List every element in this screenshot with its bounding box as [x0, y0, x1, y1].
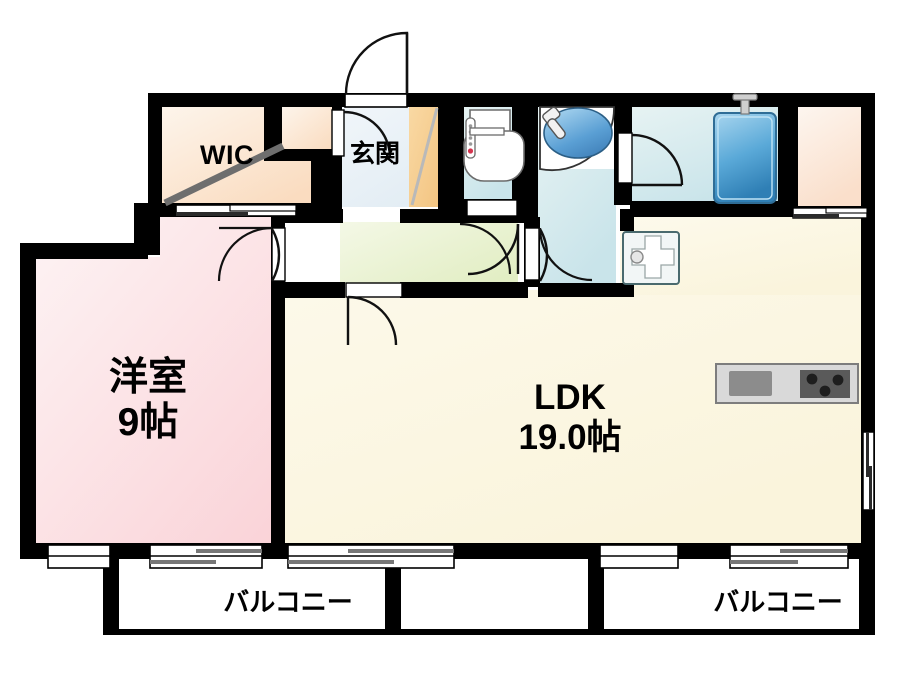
bedroom-window-right: [149, 544, 263, 569]
bedroom-floor: [35, 215, 271, 545]
entry-door-opening: [344, 93, 408, 108]
ldk-window-right2: [729, 544, 849, 569]
wall-corridor-bottom: [271, 282, 345, 298]
balcony-left-label: バルコニー: [223, 587, 353, 617]
wall-top: [148, 93, 863, 107]
genkan-label: 玄関: [349, 140, 400, 168]
wall-bedroom-right: [271, 290, 285, 546]
washbasin-fixture: [539, 106, 615, 172]
wall-bath-bottom: [630, 201, 798, 217]
door-swing-extras: [217, 222, 593, 282]
genkan-inner-swing: [343, 110, 392, 159]
wic-window: [175, 204, 297, 217]
bath-door-opening: [617, 132, 633, 184]
wall-bedroom-step-h: [20, 243, 148, 259]
ldk-size: 19.0帖: [518, 418, 622, 458]
ldk-door-swing: [347, 295, 398, 346]
door-swings: [270, 31, 684, 346]
washing-machine-drain: [630, 250, 644, 264]
ldk-name: LDK: [534, 378, 606, 417]
closet-hanging-rod: [163, 142, 285, 207]
washbasin-faucet: [542, 106, 566, 140]
corridor-left-swing-arc: [459, 222, 512, 275]
wall-ldk-top-notch: [620, 209, 634, 231]
wall-bath-divider: [778, 93, 798, 211]
bedroom-label: 洋室 9帖: [78, 356, 218, 446]
washing-machine-pan: [622, 231, 680, 285]
entry-door-swing: [344, 31, 409, 95]
wall-genkan-right: [438, 93, 464, 217]
powder-swing-arc: [538, 227, 593, 282]
toilet-fixture: [463, 109, 525, 182]
genkan-inner-opening: [331, 109, 345, 157]
kitchen-counter: [715, 363, 859, 404]
wall-corridor-bottom2: [400, 282, 528, 298]
wic-floor: [160, 105, 313, 207]
wall-bedroom-notch: [134, 203, 160, 255]
bedroom-name: 洋室: [108, 356, 187, 399]
powder-door-opening: [524, 227, 540, 281]
bedroom-size: 9帖: [117, 400, 179, 444]
wall-wic-inner-h: [264, 149, 334, 161]
ldk-window-left: [287, 544, 455, 569]
bathtub-faucet: [732, 93, 758, 115]
wic-label: WIC: [200, 140, 254, 170]
windows: [47, 93, 875, 569]
corridor-floor: [340, 222, 518, 284]
balcony-wall-mid: [385, 559, 401, 635]
storage-closet-door: [792, 207, 868, 219]
bathtub-fixture: [713, 93, 777, 204]
balcony-wall-right: [859, 559, 875, 635]
wall-wic-right2: [311, 155, 334, 217]
ldk-label: LDK 19.0帖: [490, 378, 650, 459]
storage-closet-floor: [797, 105, 863, 208]
balcony-rail-mid: [385, 629, 604, 635]
walls: [20, 93, 875, 635]
entry-step-diagonal: [410, 107, 439, 206]
balcony-wall-left: [103, 559, 119, 635]
kitchen-sink: [729, 371, 772, 396]
wall-powder-bottom: [538, 283, 634, 297]
balcony-rail-left: [103, 629, 401, 635]
bedroom-window-left: [47, 544, 111, 569]
wall-bedroom-left: [20, 243, 36, 559]
bath-door-swing: [631, 133, 684, 186]
room-fills: [35, 105, 863, 545]
balcony-rail-right: [588, 629, 875, 635]
wic-alcove-floor: [282, 105, 332, 157]
wall-wic-left: [148, 93, 162, 215]
washbasin-bowl: [543, 107, 613, 159]
toilet-door-opening: [466, 199, 518, 217]
right-wall-window: [862, 431, 875, 511]
ldk-window-right1: [599, 544, 679, 569]
balcony-right-label: バルコニー: [713, 587, 843, 617]
bedroom-door-swing: [270, 228, 281, 282]
ldk-floor: [283, 222, 862, 545]
balcony-wall-mid2: [588, 559, 604, 635]
ldk-door-opening: [345, 282, 403, 298]
